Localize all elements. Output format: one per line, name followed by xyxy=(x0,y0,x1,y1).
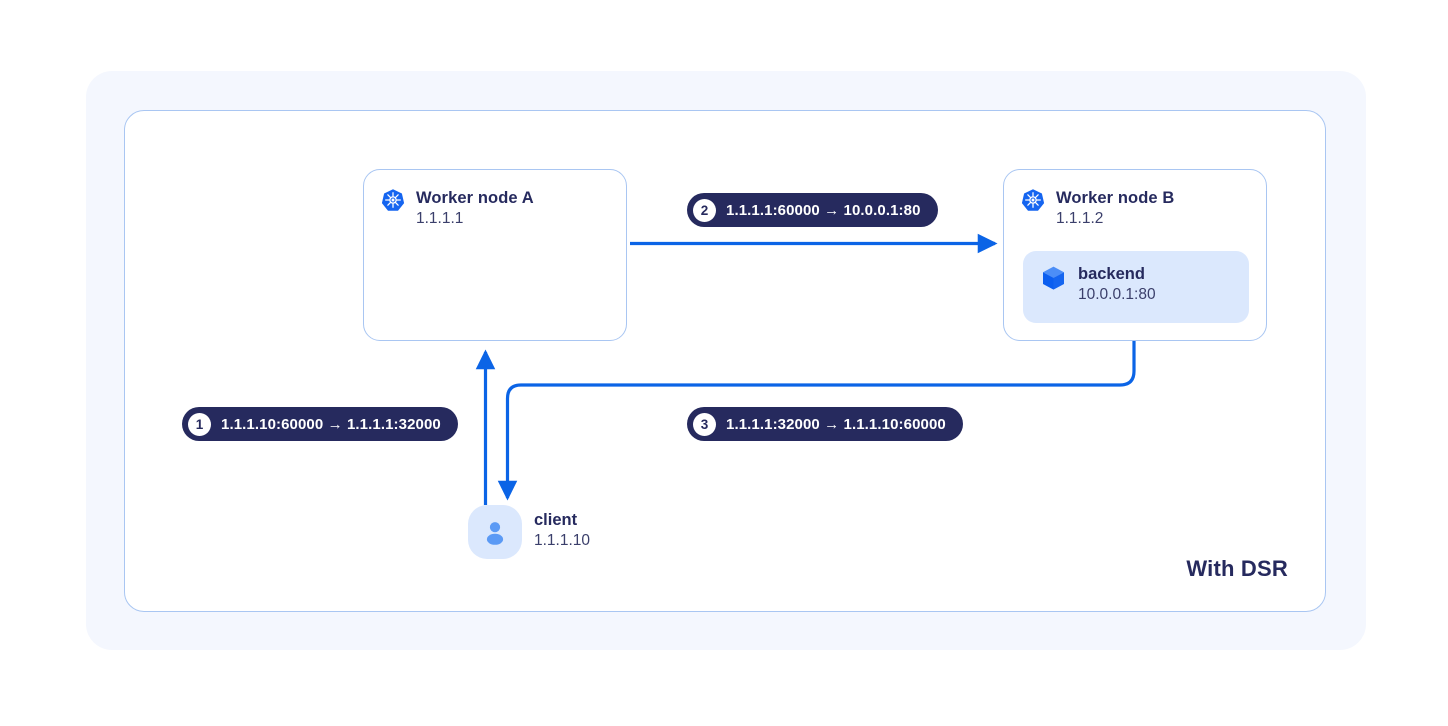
user-avatar-icon xyxy=(468,505,522,559)
client-group[interactable]: client 1.1.1.10 xyxy=(468,505,590,559)
worker-node-b-card[interactable]: Worker node B 1.1.1.2 backend 10.0.0.1:8… xyxy=(1003,169,1267,341)
cube-icon xyxy=(1041,265,1066,296)
backend-pod-text: backend 10.0.0.1:80 xyxy=(1078,265,1156,304)
worker-node-a-text: Worker node A 1.1.1.1 xyxy=(416,188,534,229)
worker-node-b-header: Worker node B 1.1.1.2 xyxy=(1021,188,1174,229)
worker-node-a-header: Worker node A 1.1.1.1 xyxy=(381,188,534,229)
worker-node-a-title: Worker node A xyxy=(416,189,534,207)
kubernetes-icon xyxy=(381,188,405,217)
worker-node-b-text: Worker node B 1.1.1.2 xyxy=(1056,188,1174,229)
worker-node-b-ip: 1.1.1.2 xyxy=(1056,210,1104,228)
diagram-footer-label: With DSR xyxy=(1186,556,1288,581)
worker-node-a-ip: 1.1.1.1 xyxy=(416,210,464,228)
step-badge-3: 3 1.1.1.1:32000 → 1.1.1.10:60000 xyxy=(687,407,963,441)
backend-pod-content: backend 10.0.0.1:80 xyxy=(1041,265,1156,304)
client-ip: 1.1.1.10 xyxy=(534,532,591,550)
kubernetes-icon xyxy=(1021,188,1045,217)
worker-node-b-title: Worker node B xyxy=(1056,189,1175,207)
client-text: client 1.1.1.10 xyxy=(534,505,590,551)
step-badge-1-number: 1 xyxy=(188,412,211,436)
backend-pod-title: backend xyxy=(1078,265,1145,283)
step-badge-2-number: 2 xyxy=(693,198,716,222)
step-badge-3-number: 3 xyxy=(693,412,716,436)
step-badge-2-label: 1.1.1.1:60000 → 10.0.0.1:80 xyxy=(726,201,921,219)
backend-pod-address: 10.0.0.1:80 xyxy=(1078,286,1156,303)
step-badge-3-label: 1.1.1.1:32000 → 1.1.1.10:60000 xyxy=(726,415,946,433)
step-badge-1: 1 1.1.1.10:60000 → 1.1.1.1:32000 xyxy=(182,407,458,441)
step-badge-2: 2 1.1.1.1:60000 → 10.0.0.1:80 xyxy=(687,193,938,227)
client-title: client xyxy=(534,511,578,529)
step-badge-1-label: 1.1.1.10:60000 → 1.1.1.1:32000 xyxy=(221,415,441,433)
worker-node-a-card[interactable]: Worker node A 1.1.1.1 xyxy=(363,169,627,341)
backend-pod-chip[interactable]: backend 10.0.0.1:80 xyxy=(1023,251,1249,323)
